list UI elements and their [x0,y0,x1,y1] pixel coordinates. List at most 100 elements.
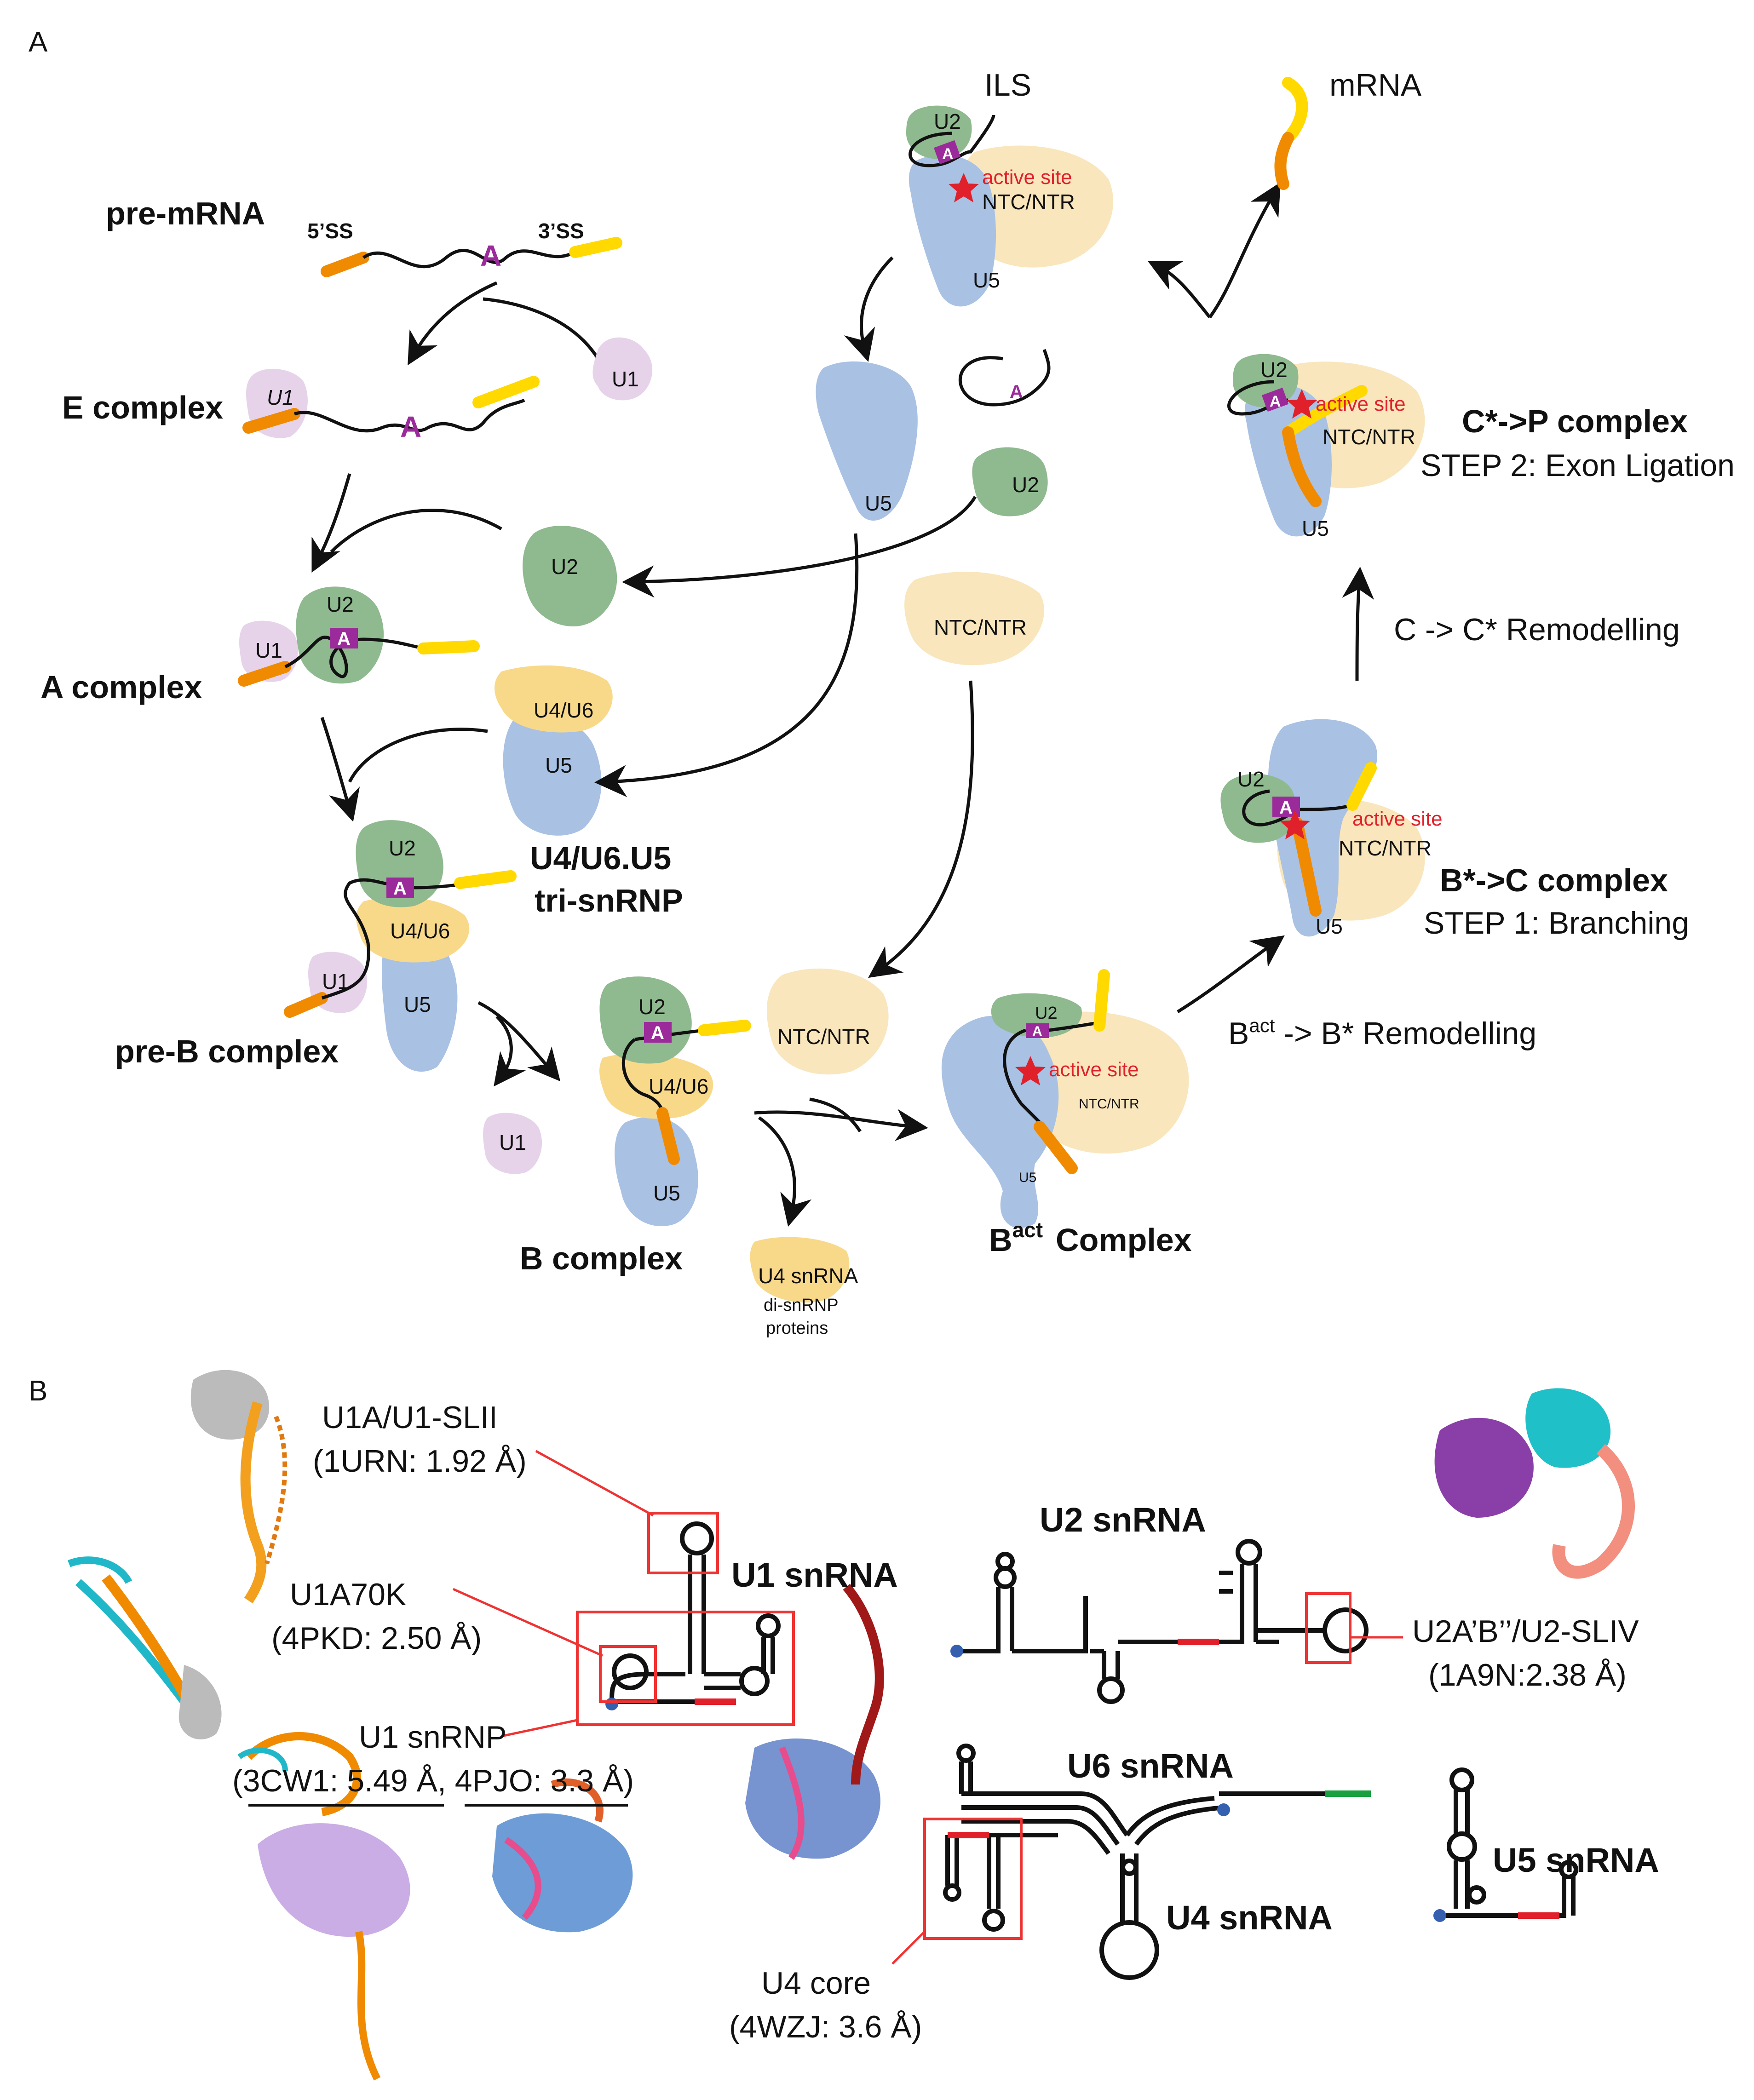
u5-label-bstarc: U5 [1316,914,1343,938]
u2-label-cstarp: U2 [1260,358,1288,382]
u5-label-ils: U5 [973,268,1000,292]
u2-label-bstarc: U2 [1237,767,1265,791]
e-complex: E complex U1 A [62,368,540,443]
panel-a-label: A [29,26,48,58]
structure-4wzj [745,1584,884,1860]
bstar-c-complex: U2 A active site NTC/NTR U5 B*->C comple… [1220,719,1689,941]
u5-label-b: U5 [653,1181,680,1205]
ntc-label-bstarc: NTC/NTR [1339,836,1432,860]
u4-released: U4 snRNA di-snRNP proteins [750,1237,858,1338]
ils: ILS U2 A active site NTC/NTR U5 [906,68,1113,307]
u5-label-preb: U5 [404,993,431,1016]
u5-snrna-label: U5 snRNA [1493,1841,1659,1879]
u4-release-label-2: di-snRNP [764,1296,839,1315]
u2-label-b: U2 [638,995,666,1019]
u6-snrna-label: U6 snRNA [1067,1747,1234,1785]
structure-u2ab [1434,1388,1635,1579]
a-complex: A complex U1 U2 A [40,586,480,705]
bstar-c-label: B*->C complex [1440,862,1668,898]
u4-release-label-1: U4 snRNA [758,1264,858,1288]
ils-label: ILS [984,68,1031,103]
structure-3cw1 [237,1732,410,2081]
u5-snrna-diagram: U5 snRNA [1433,1767,1659,1922]
active-site-label-bact: active site [1049,1058,1139,1081]
u2-free: U2 [523,526,617,626]
pre-b-complex-label: pre-B complex [115,1033,339,1069]
panel-b-label: B [29,1375,47,1407]
u1-label-free-top: U1 [612,367,639,391]
bact-remodel-main: B [1228,1016,1249,1051]
u2-label-free: U2 [551,555,578,579]
u2-snrna-diagram: U2 snRNA [950,1501,1369,1704]
ntc-free-top: NTC/NTR [904,572,1044,666]
c-remodel-label: C -> C* Remodelling [1394,612,1680,647]
u5-free: U5 [816,361,918,521]
e-branch-a: A [400,410,421,443]
bact-branch-a: A [1032,1024,1042,1039]
u1snrnp-label-2: (3CW1: 5.49 Å, 4PJO: 3.3 Å) [232,1763,634,1798]
bact-label-main: B [989,1222,1012,1258]
pre-mrna-branch-a: A [480,239,501,272]
pre-b-complex: pre-B complex U2 U4/U6 U5 U1 A [115,820,517,1072]
u2-snrna-label: U2 snRNA [1040,1501,1206,1539]
ntc-label-bact: NTC/NTR [1079,1096,1139,1112]
u1-label-released: U1 [499,1130,526,1154]
u1snrnp-label-1: U1 snRNP [359,1720,506,1755]
active-site-label-ils: active site [982,166,1072,189]
u5-label-tri: U5 [545,753,572,777]
u2-label-bact: U2 [1035,1004,1058,1023]
u5-label-cstarp: U5 [1302,516,1329,540]
bact-remodel-sup: act [1249,1015,1275,1036]
u1a70k-label-2: (4PKD: 2.50 Å) [271,1621,482,1656]
svg-text:Bact -> B* Remodelling: Bact -> B* Remodelling [1228,1015,1536,1051]
u2-free-right: U2 [972,447,1048,516]
b-complex-label: B complex [520,1240,683,1276]
u5-label-free: U5 [865,491,892,515]
u1-label-e: U1 [267,385,294,409]
u4core-label-2: (4WZJ: 3.6 Å) [729,2009,922,2044]
ntc-label-free-mid: NTC/NTR [777,1025,870,1049]
u2ab-label-1: U2A’B’’/U2-SLIV [1412,1614,1639,1649]
u4-snrna-label: U4 snRNA [1166,1899,1333,1937]
structure-4pkd [68,1556,222,1739]
cstarp-branch-a: A [1270,393,1281,410]
cstar-p-complex: U2 A active site NTC/NTR U5 C*->P comple… [1227,354,1735,540]
u46-label-tri: U4/U6 [534,698,593,722]
ils-branch-a: A [942,145,954,163]
ils-lariat: A [958,349,1051,407]
u2-label-free-right: U2 [1012,473,1039,497]
ntc-free-mid: NTC/NTR [766,968,889,1075]
ntc-label-cstarp: NTC/NTR [1323,425,1415,449]
active-site-label-cstarp: active site [1316,393,1406,415]
u2-label-preb: U2 [389,836,416,860]
lariat-branch-a: A [1010,382,1023,402]
u1-free-top: U1 [592,337,653,401]
e-complex-label: E complex [62,390,223,425]
step1-label: STEP 1: Branching [1424,906,1689,941]
u1-released: U1 [483,1113,542,1174]
bstarc-branch-a: A [1279,798,1293,818]
ntc-label-free-top: NTC/NTR [934,615,1027,639]
five-prime-ss-label: 5’SS [307,219,353,243]
u1-snrna-label: U1 snRNA [731,1556,898,1594]
u46-label-preb: U4/U6 [390,919,450,943]
bact-remodel-tail: -> B* Remodelling [1275,1016,1536,1051]
u2-label-a: U2 [327,592,354,616]
mrna-product: mRNA [1274,68,1422,190]
cstar-p-label: C*->P complex [1462,403,1688,439]
step2-label: STEP 2: Exon Ligation [1420,448,1735,483]
three-prime-ss-label: 3’SS [538,219,584,243]
b-branch-a: A [651,1023,664,1043]
u1a-label-2: (1URN: 1.92 Å) [313,1444,527,1479]
u5-label-bact: U5 [1019,1170,1036,1185]
bact-label-tail: Complex [1056,1222,1192,1258]
structure-4pjo [492,1778,633,1933]
u2ab-label-2: (1A9N:2.38 Å) [1428,1658,1627,1693]
active-site-label-bstarc: active site [1352,808,1443,830]
u1a-label-1: U1A/U1-SLII [322,1400,498,1435]
b-complex: B complex U2 U4/U6 U5 A [520,976,751,1276]
u46-label-b: U4/U6 [649,1074,708,1098]
bact-label-sup: act [1012,1218,1043,1242]
